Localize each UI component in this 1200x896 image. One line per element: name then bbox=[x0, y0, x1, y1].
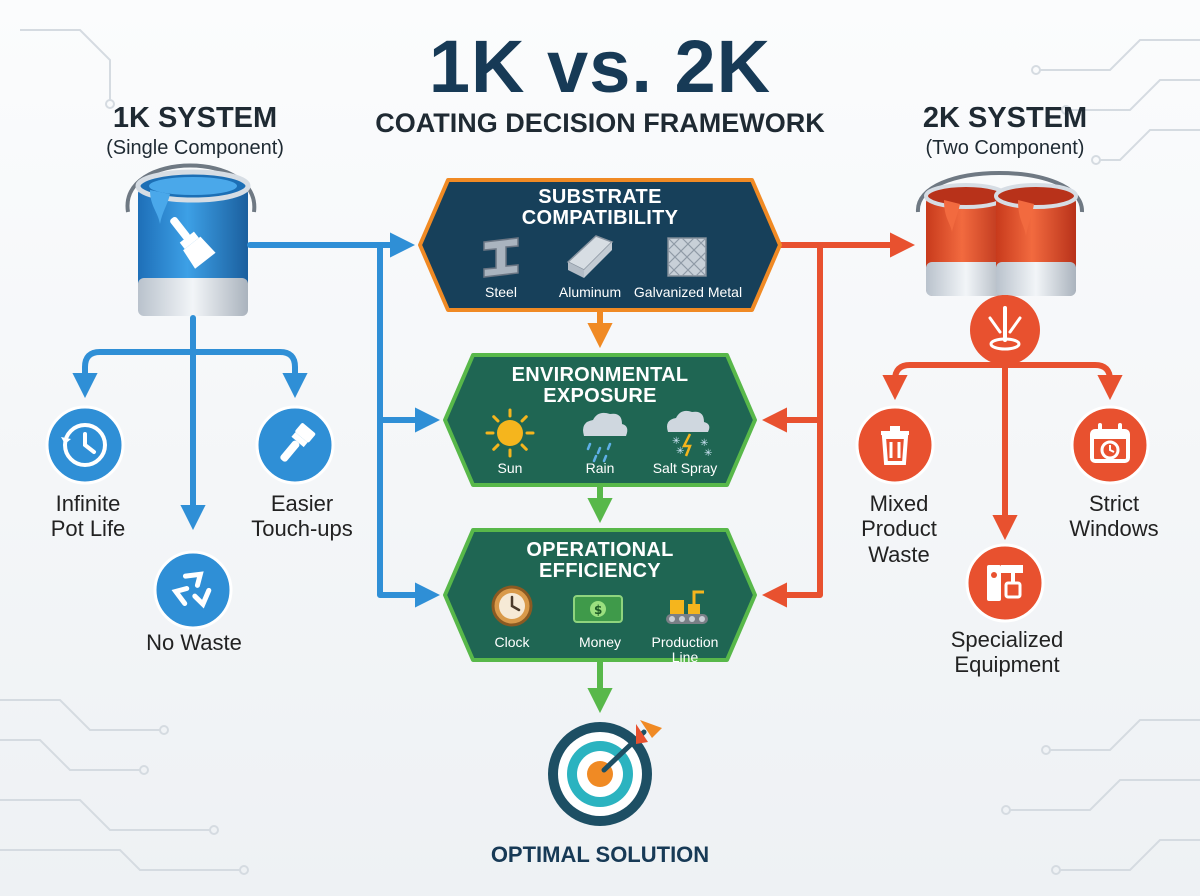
item-label-salt-spray: Salt Spray bbox=[652, 460, 718, 476]
salt-spray-icon: ✳✳✳✳ bbox=[667, 410, 712, 459]
circuit-decoration-right bbox=[1001, 39, 1200, 875]
aluminum-bar-icon bbox=[566, 235, 614, 278]
svg-text:✳: ✳ bbox=[672, 436, 680, 447]
benefit-label-no-waste: No Waste bbox=[146, 630, 242, 655]
stage-title-operational-efficiency: OPERATIONAL EFFICIENCY bbox=[526, 539, 674, 582]
2k-system-title: 2K SYSTEM bbox=[922, 102, 1088, 134]
item-label-clock: Clock bbox=[494, 634, 530, 650]
production-line-icon bbox=[666, 590, 708, 624]
mixing-machine-icon bbox=[965, 543, 1045, 623]
mixing-hub-icon bbox=[970, 295, 1040, 365]
svg-text:$: $ bbox=[594, 603, 602, 617]
stage-title-environmental-exposure: ENVIRONMENTAL EXPOSURE bbox=[511, 364, 689, 407]
item-label-rain: Rain bbox=[585, 460, 615, 476]
connector-1k-to-pot-life bbox=[72, 349, 196, 399]
diagram-title: 1K vs. 2K bbox=[428, 25, 772, 108]
stage-title-substrate-compatibility: SUBSTRATE COMPATIBILITY bbox=[521, 186, 679, 229]
drawback-label-specialized-equipment: Specialized Equipment bbox=[950, 627, 1064, 678]
diagram-subtitle: COATING DECISION FRAMEWORK bbox=[375, 108, 825, 138]
steel-beam-icon bbox=[483, 237, 519, 278]
1k-system-subtitle: (Single Component) bbox=[106, 137, 284, 159]
clock-refresh-icon bbox=[45, 405, 125, 485]
connector-arrows bbox=[72, 232, 1123, 714]
rain-cloud-icon bbox=[583, 412, 628, 463]
drawback-label-strict-windows: Strict Windows bbox=[1069, 491, 1159, 542]
calendar-clock-icon bbox=[1070, 405, 1150, 485]
trash-icon bbox=[855, 405, 935, 485]
drawback-label-mixed-product-waste: Mixed Product Waste bbox=[861, 491, 937, 567]
circuit-decoration-left bbox=[0, 29, 249, 875]
item-label-money: Money bbox=[578, 634, 622, 650]
2k-paint-cans-icon bbox=[915, 171, 1085, 296]
svg-text:✳: ✳ bbox=[700, 438, 708, 449]
sun-icon bbox=[485, 408, 535, 458]
paintbrush-icon bbox=[255, 405, 335, 485]
item-label-aluminum: Aluminum bbox=[558, 284, 622, 300]
connector-2k-to-environment bbox=[761, 242, 823, 433]
svg-text:✳: ✳ bbox=[676, 446, 684, 457]
benefit-label-easier-touch-ups: Easier Touch-ups bbox=[251, 491, 353, 542]
item-label-sun: Sun bbox=[497, 460, 523, 476]
connector-2k-to-mixed-waste bbox=[882, 362, 1008, 401]
connector-1k-to-operations bbox=[377, 242, 441, 608]
result-label: OPTIMAL SOLUTION bbox=[490, 842, 710, 867]
galvanized-sheet-icon bbox=[667, 237, 707, 277]
connector-1k-to-touch-ups bbox=[190, 349, 308, 399]
2k-system-subtitle: (Two Component) bbox=[925, 137, 1085, 159]
recycle-icon bbox=[153, 550, 233, 630]
money-icon: $ bbox=[573, 595, 623, 623]
clock-icon bbox=[491, 585, 533, 627]
target-arrow-icon bbox=[548, 720, 662, 826]
node-icons: ✳✳✳✳$ bbox=[45, 235, 1150, 630]
item-label-steel: Steel bbox=[485, 284, 517, 300]
item-label-galvanized-metal: Galvanized Metal bbox=[633, 284, 743, 300]
connector-2k-to-strict-windows bbox=[1002, 362, 1123, 401]
connector-1k-to-environment bbox=[377, 242, 441, 433]
connector-2k-to-operations bbox=[761, 242, 823, 608]
item-label-production-line: Production Line bbox=[651, 634, 719, 666]
benefit-label-infinite-pot-life: Infinite Pot Life bbox=[50, 491, 126, 542]
1k-paint-can-icon bbox=[125, 163, 257, 316]
1k-system-title: 1K SYSTEM bbox=[112, 102, 278, 134]
svg-text:✳: ✳ bbox=[704, 448, 712, 459]
